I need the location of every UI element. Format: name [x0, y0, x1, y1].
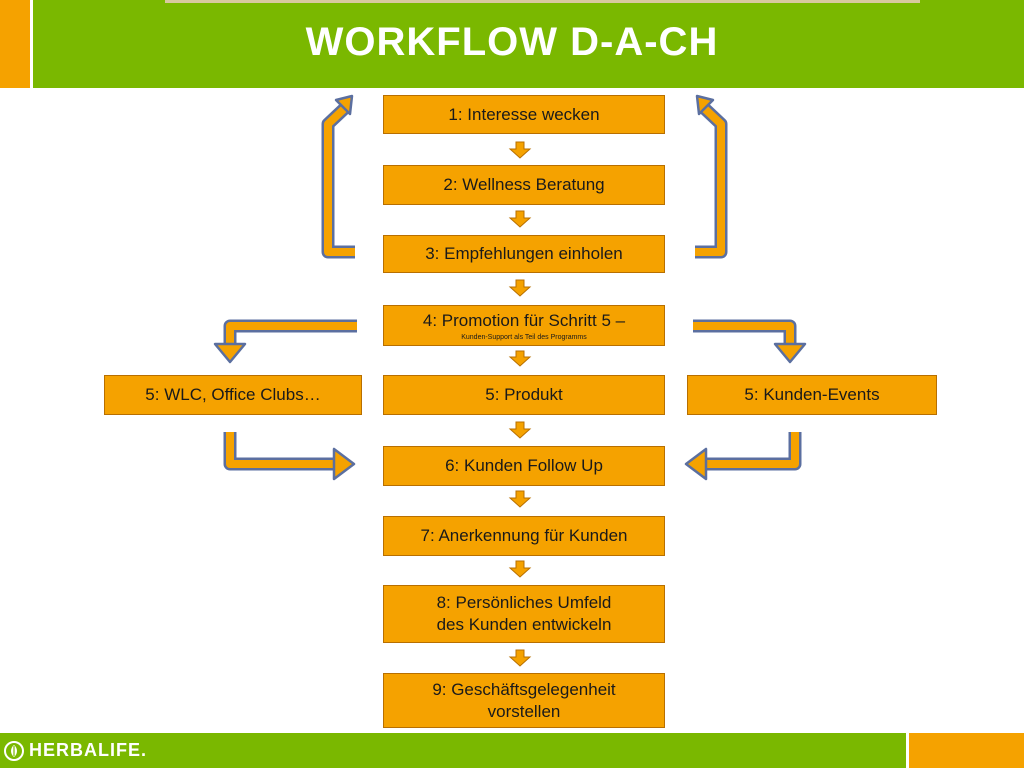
step-2-box: 2: Wellness Beratung — [383, 165, 665, 205]
down-arrow-5-6 — [508, 421, 532, 439]
step-9-box: 9: Geschäftsgelegenheit vorstellen — [383, 673, 665, 728]
step-7-box: 7: Anerkennung für Kunden — [383, 516, 665, 556]
step-5c-label: 5: Kunden-Events — [744, 385, 880, 404]
page-title: WORKFLOW D-A-CH — [305, 20, 719, 64]
footer-bar: HERBALIFE. — [0, 733, 1024, 768]
step-5b-label: 5: Produkt — [485, 385, 563, 404]
branch-left-head — [213, 342, 247, 364]
step-6-box: 6: Kunden Follow Up — [383, 446, 665, 486]
down-arrow-3-4 — [508, 279, 532, 297]
branch-right-head — [773, 342, 807, 364]
footer-accent-block — [906, 733, 1024, 768]
leaf-icon — [4, 740, 24, 761]
down-arrow-6-7 — [508, 490, 532, 508]
loop-arrow-right-head — [695, 94, 715, 116]
down-arrow-2-3 — [508, 210, 532, 228]
merge-right-head — [684, 447, 708, 481]
merge-left-head — [332, 447, 356, 481]
step-2-label: 2: Wellness Beratung — [443, 175, 605, 194]
down-arrow-1-2 — [508, 141, 532, 159]
step-9-label-line2: vorstellen — [487, 701, 561, 721]
step-8-label: 8: Persönliches Umfeld — [436, 593, 612, 612]
step-5c-box: 5: Kunden-Events — [687, 375, 937, 415]
loop-arrow-right-inner — [695, 105, 725, 256]
down-arrow-4-5 — [508, 350, 532, 367]
loop-arrow-left — [321, 103, 355, 259]
step-3-box: 3: Empfehlungen einholen — [383, 235, 665, 273]
step-5a-box: 5: WLC, Office Clubs… — [104, 375, 362, 415]
step-1-label: 1: Interesse wecken — [448, 104, 600, 124]
step-3-label: 3: Empfehlungen einholen — [425, 244, 623, 263]
step-1-box: 1: Interesse wecken — [383, 95, 665, 134]
down-arrow-7-8 — [508, 560, 532, 578]
header-accent-block — [0, 0, 33, 88]
step-4-sublabel: Kunden-Support als Teil des Programms — [461, 333, 587, 341]
herbalife-logo: HERBALIFE. — [4, 740, 147, 761]
step-4-label: 4: Promotion für Schritt 5 – — [422, 310, 626, 330]
step-8-label-line2: des Kunden entwickeln — [436, 615, 612, 634]
loop-arrow-left-head — [334, 94, 354, 116]
down-arrow-8-9 — [508, 649, 532, 667]
logo-text: HERBALIFE. — [29, 740, 147, 760]
step-6-label: 6: Kunden Follow Up — [445, 456, 603, 475]
step-4-box: 4: Promotion für Schritt 5 – Kunden-Supp… — [383, 305, 665, 346]
loop-arrow-left-inner — [324, 105, 355, 256]
step-9-label: 9: Geschäftsgelegenheit — [432, 679, 616, 699]
header-photo-strip — [165, 0, 920, 3]
header-bar: WORKFLOW D-A-CH — [0, 0, 1024, 88]
step-8-box: 8: Persönliches Umfeld des Kunden entwic… — [383, 585, 665, 643]
step-5a-label: 5: WLC, Office Clubs… — [145, 385, 321, 404]
step-5b-box: 5: Produkt — [383, 375, 665, 415]
step-7-label: 7: Anerkennung für Kunden — [420, 526, 628, 545]
